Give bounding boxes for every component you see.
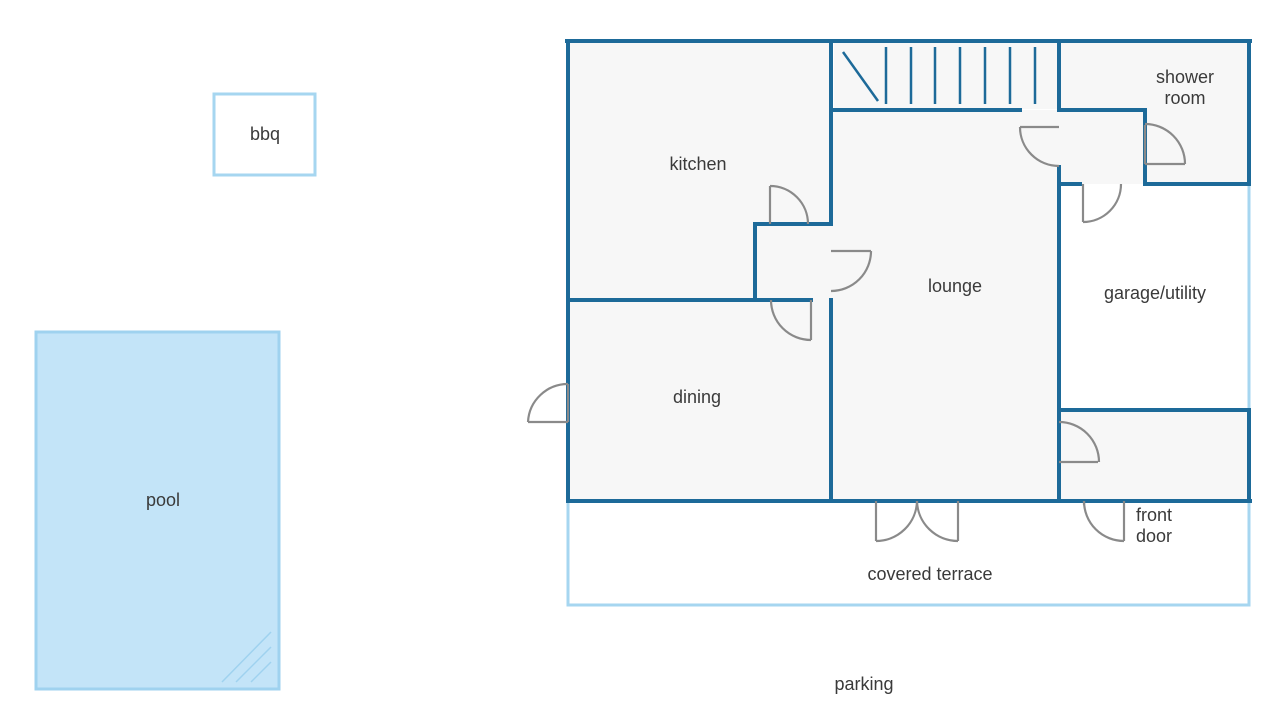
door-lounge xyxy=(830,249,873,293)
garage-utility-label: garage/utility xyxy=(1104,283,1206,303)
shower-room-label-line1: shower xyxy=(1156,67,1214,87)
door-shower-lounge xyxy=(1018,125,1060,168)
door-front xyxy=(1082,500,1126,543)
pool-label: pool xyxy=(146,490,180,510)
front-door-label-line2: door xyxy=(1136,526,1172,546)
door-dining-exterior xyxy=(526,382,570,424)
lounge-room xyxy=(831,110,1059,501)
door-hall-lounge xyxy=(1058,420,1101,464)
lounge-label: lounge xyxy=(928,276,982,296)
bbq-label: bbq xyxy=(250,124,280,144)
parking-label: parking xyxy=(834,674,893,694)
door-dining-hall xyxy=(769,299,813,342)
shower-room-label-line2: room xyxy=(1164,88,1205,108)
stair-treads xyxy=(841,47,1037,104)
front-door-label-line1: front xyxy=(1136,505,1172,525)
door-garage xyxy=(1081,183,1123,224)
door-kitchen xyxy=(768,184,810,225)
door-terrace-double xyxy=(874,500,960,543)
shower-room xyxy=(1059,41,1249,184)
kitchen-room xyxy=(568,41,831,300)
pool-area xyxy=(34,330,281,691)
covered-terrace-label: covered terrace xyxy=(867,564,992,584)
entrance-hall xyxy=(1059,410,1249,501)
door-shower xyxy=(1143,122,1187,166)
walls xyxy=(565,39,1252,503)
covered-terrace-outline xyxy=(566,184,1251,607)
stairs xyxy=(834,41,1058,109)
kitchen-label: kitchen xyxy=(669,154,726,174)
pool-glare xyxy=(221,631,272,683)
bbq-outline xyxy=(212,92,317,177)
dining-label: dining xyxy=(673,387,721,407)
